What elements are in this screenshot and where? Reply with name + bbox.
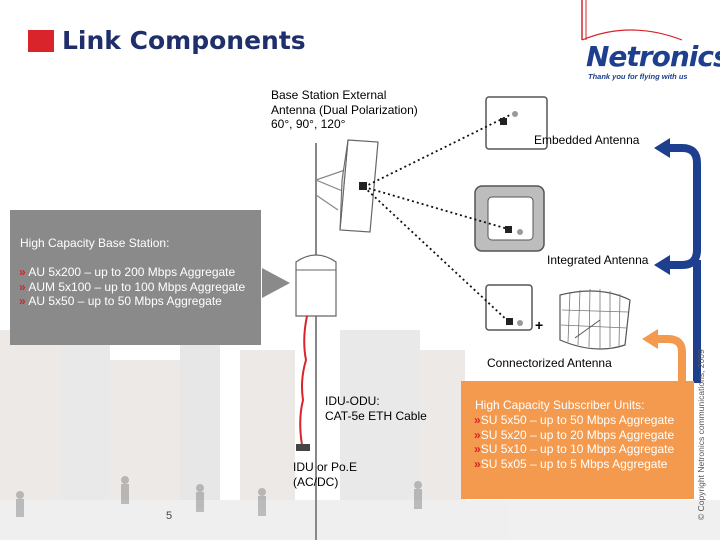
bs-antenna-label: Base Station External Antenna (Dual Pola… (271, 88, 418, 131)
background-buildings (0, 300, 720, 540)
list-item: » AU 5x200 – up to 200 Mbps Aggregate (19, 265, 236, 279)
list-item: »SU 5x50 – up to 50 Mbps Aggregate (474, 413, 675, 427)
logo-tagline: Thank you for flying with us (588, 72, 688, 81)
list-item: »SU 5x05 – up to 5 Mbps Aggregate (474, 456, 668, 471)
grid-dish-antenna (559, 288, 631, 350)
cat5e-cable (299, 315, 308, 446)
subscriber-units-list: »SU 5x50 – up to 50 Mbps Aggregate »SU 5… (474, 413, 674, 471)
logo-wordmark: Netronics (586, 40, 720, 73)
idu-unit (296, 444, 310, 451)
base-station-heading: High Capacity Base Station: (20, 236, 170, 250)
list-item: » AUM 5x100 – up to 100 Mbps Aggregate (19, 279, 246, 294)
page-title: Link Components (62, 26, 306, 55)
base-station-box (10, 210, 261, 345)
connectorized-antenna-label: Connectorized Antenna (487, 356, 612, 370)
connectorized-su-device (485, 284, 533, 331)
idu-poe-label: IDU or Po.E (AC/DC) (293, 460, 358, 489)
list-item: »SU 5x20 – up to 20 Mbps Aggregate (474, 427, 675, 442)
netronics-logo (581, 0, 683, 41)
background-people (16, 476, 422, 517)
page-number: 5 (166, 510, 173, 522)
integrated-antenna-label: Integrated Antenna (547, 253, 649, 267)
list-item: » AU 5x50 – up to 50 Mbps Aggregate (19, 294, 222, 308)
idu-odu-label: IDU-ODU: CAT-5e ETH Cable (325, 394, 427, 423)
list-item: »SU 5x10 – up to 10 Mbps Aggregate (474, 442, 675, 456)
orange-bracket-arrow (642, 329, 686, 385)
base-station-list: » AU 5x200 – up to 200 Mbps Aggregate » … (19, 265, 245, 309)
blue-bracket-arrow (654, 138, 701, 383)
gray-pointer-arrow (262, 268, 290, 298)
radio-links (363, 113, 513, 323)
copyright-notice: © Copyright Netronics communications, 20… (696, 349, 706, 520)
title-bullet-square (28, 30, 54, 52)
plus-sign: + (535, 317, 544, 333)
subscriber-units-heading: High Capacity Subscriber Units: (475, 398, 645, 412)
odu-unit (295, 254, 337, 317)
subscriber-units-box (461, 381, 694, 499)
embedded-antenna-device (485, 96, 548, 150)
embedded-antenna-label: Embedded Antenna (534, 133, 640, 147)
